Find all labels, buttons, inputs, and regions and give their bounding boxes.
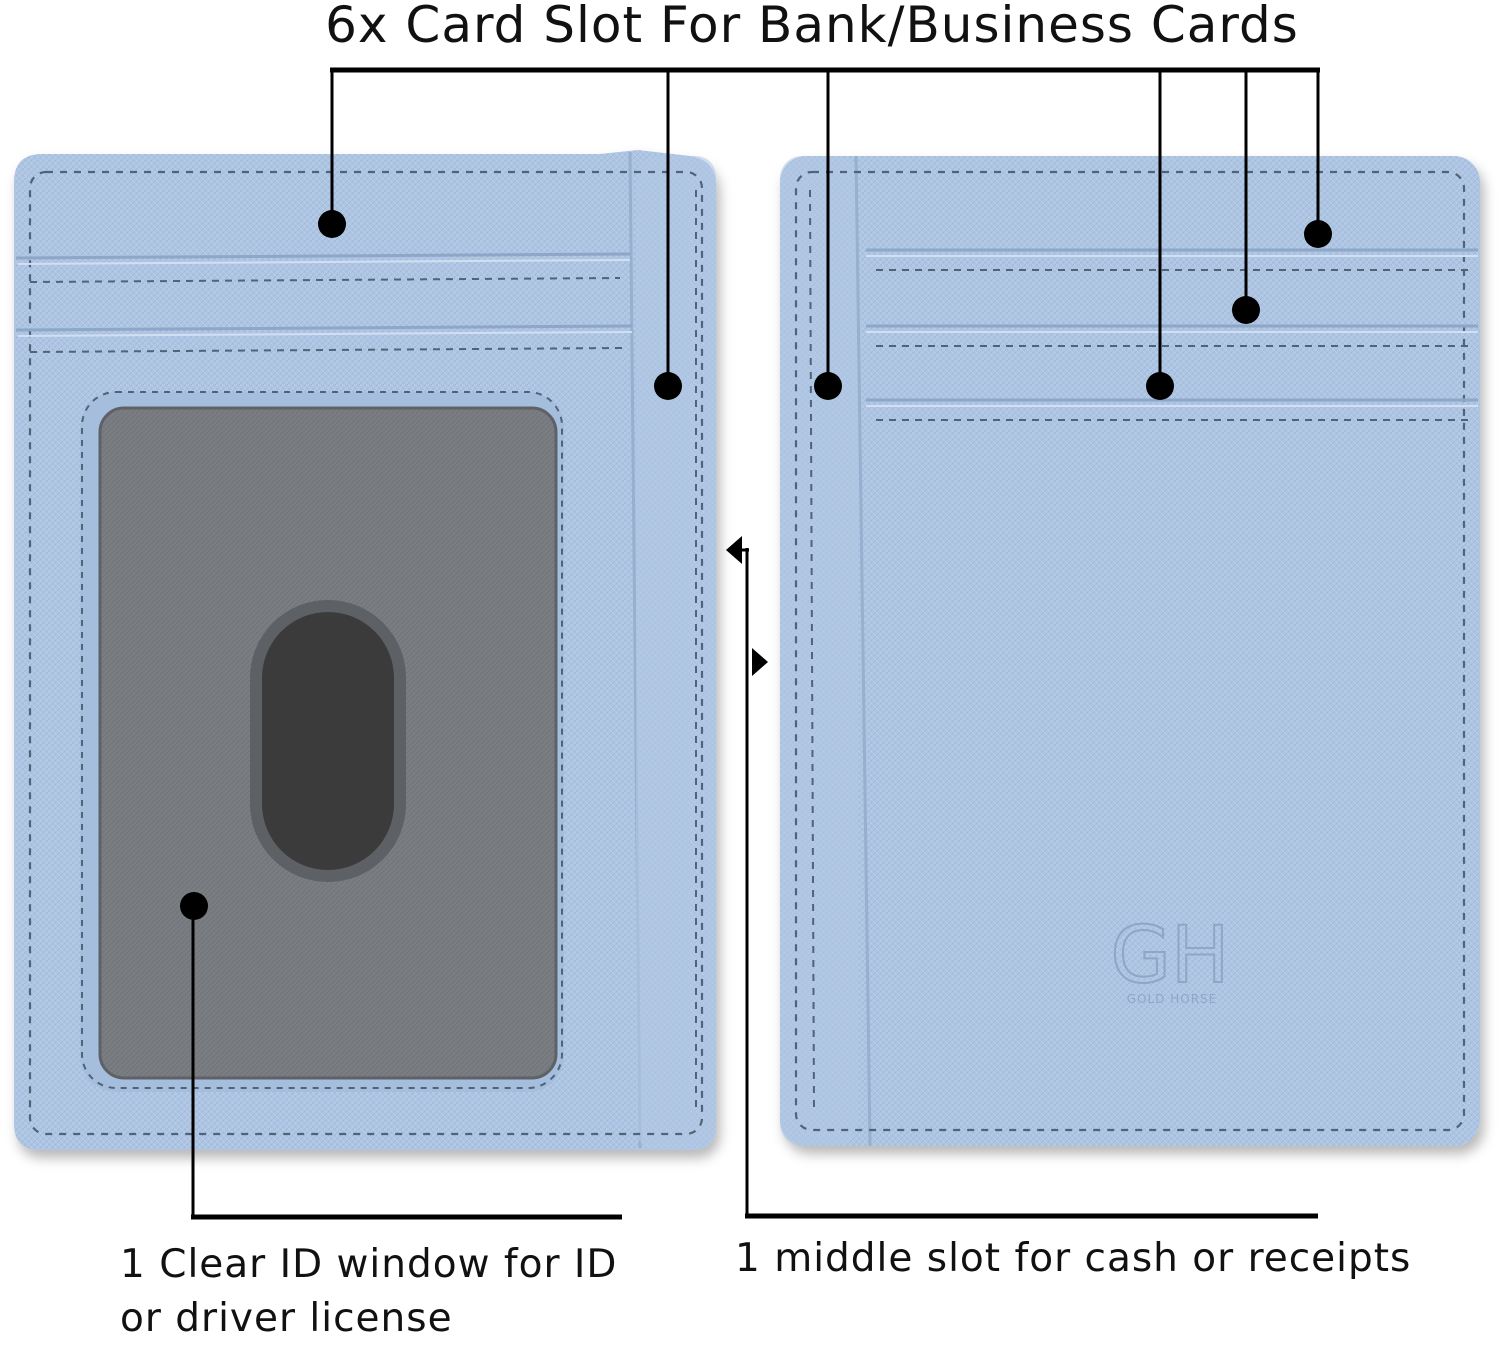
middle-slot-caption: 1 middle slot for cash or receipts (735, 1236, 1412, 1281)
top-callout-bracket (330, 67, 1320, 384)
right-card-slot-3 (866, 398, 1478, 421)
middle-slot-callout (726, 536, 1318, 1219)
id-window-caption: 1 Clear ID window for ID or driver licen… (120, 1242, 618, 1341)
callout-dots (180, 210, 1332, 920)
left-card-slot-2 (15, 324, 633, 353)
logo-monogram: GH (1110, 911, 1229, 1001)
wallet-back: GH GOLD HORSE (780, 155, 1480, 1147)
logo-brand-text: GOLD HORSE (1127, 992, 1218, 1006)
left-card-slot-1 (15, 252, 631, 283)
clear-id-window (80, 391, 564, 1092)
right-card-slot-2 (866, 324, 1478, 347)
arrow-right-icon (752, 648, 768, 676)
arrow-left-icon (726, 536, 742, 564)
id-window-callout (191, 906, 622, 1220)
brand-logo: GH GOLD HORSE (1109, 910, 1230, 1006)
wallet-front (14, 150, 716, 1150)
feature-title: 6x Card Slot For Bank/Business Cards (325, 0, 1299, 54)
right-card-slot-1 (866, 248, 1478, 271)
